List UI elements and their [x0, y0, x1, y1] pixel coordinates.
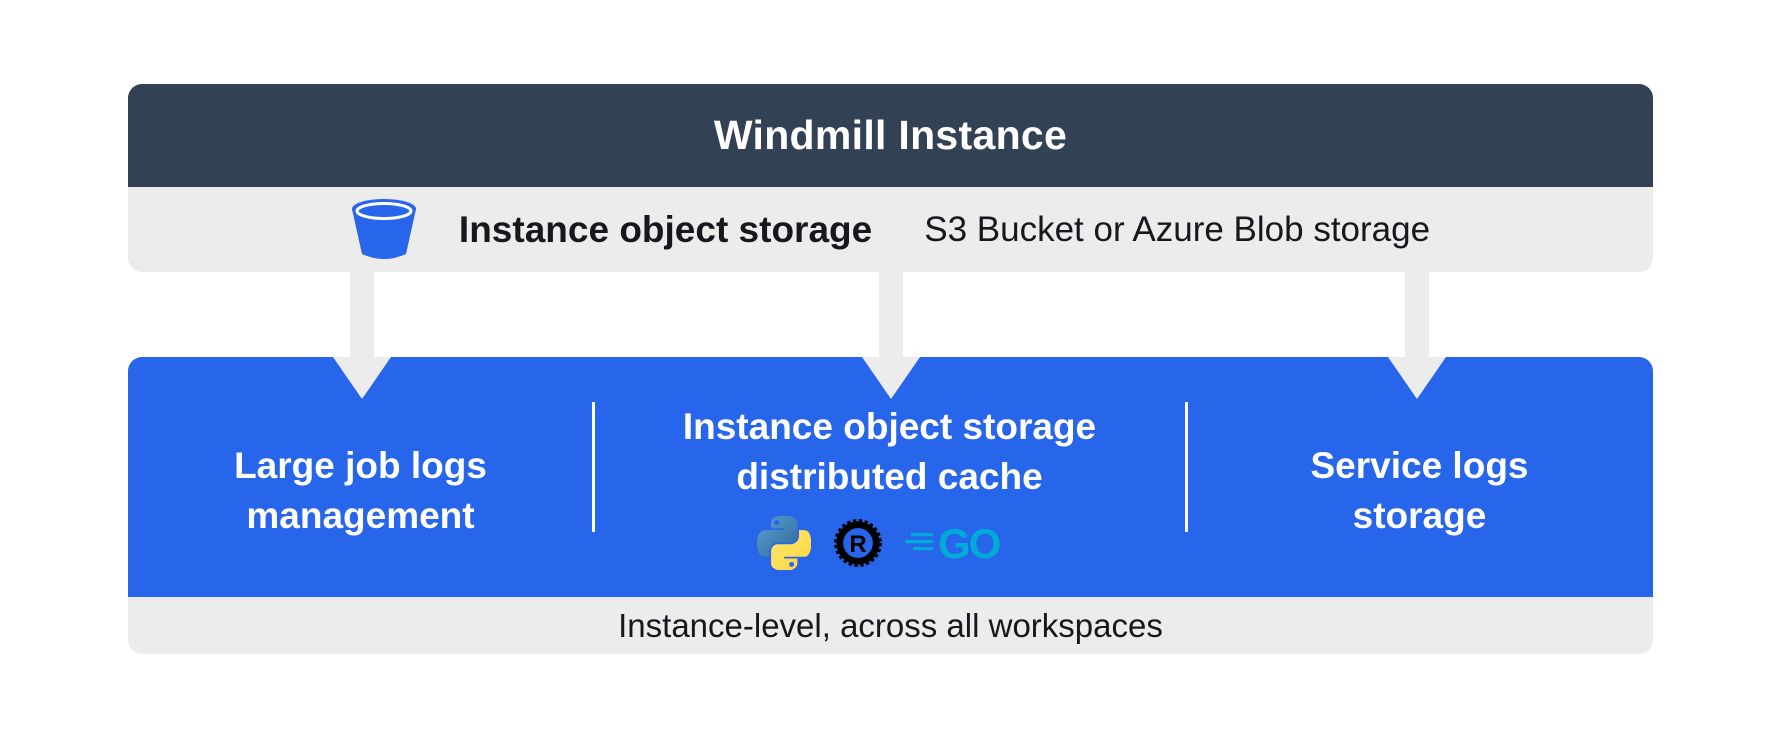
arrow-head-icon — [333, 357, 391, 399]
arrow-stem — [879, 272, 903, 359]
svg-text:GO: GO — [938, 521, 1000, 565]
arrow-head-icon — [1388, 357, 1446, 399]
feature-title: Large job logs management — [234, 445, 487, 536]
arrow-stem — [350, 272, 374, 359]
features-unit: Large job logs management Instance objec… — [128, 357, 1653, 654]
feature-distributed-cache: Instance object storage distributed cach… — [593, 357, 1186, 597]
footer-caption-bar: Instance-level, across all workspaces — [128, 597, 1653, 654]
page-title: Windmill Instance — [713, 112, 1068, 158]
storage-row-description: S3 Bucket or Azure Blob storage — [924, 209, 1431, 249]
language-icons: R GO — [756, 514, 1023, 572]
python-icon — [756, 515, 811, 570]
windmill-instance-header: Windmill Instance — [128, 84, 1653, 187]
arrow-stem — [1405, 272, 1429, 359]
rust-icon: R — [833, 518, 882, 567]
svg-text:R: R — [849, 531, 866, 558]
feature-service-logs: Service logs storage — [1186, 357, 1653, 597]
feature-large-job-logs: Large job logs management — [128, 357, 593, 597]
footer-caption: Instance-level, across all workspaces — [618, 606, 1163, 644]
arrow-head-icon — [862, 357, 920, 399]
go-icon: GO — [904, 521, 1001, 565]
feature-title: Service logs storage — [1310, 445, 1529, 536]
column-divider — [592, 402, 595, 532]
feature-title: Instance object storage distributed cach… — [682, 406, 1097, 497]
bucket-icon — [351, 198, 416, 259]
windmill-instance-panel: Windmill Instance Instance object storag… — [128, 84, 1653, 272]
storage-row-label: Instance object storage — [458, 208, 873, 250]
column-divider — [1185, 402, 1188, 532]
instance-object-storage-row: Instance object storage S3 Bucket or Azu… — [128, 187, 1653, 272]
